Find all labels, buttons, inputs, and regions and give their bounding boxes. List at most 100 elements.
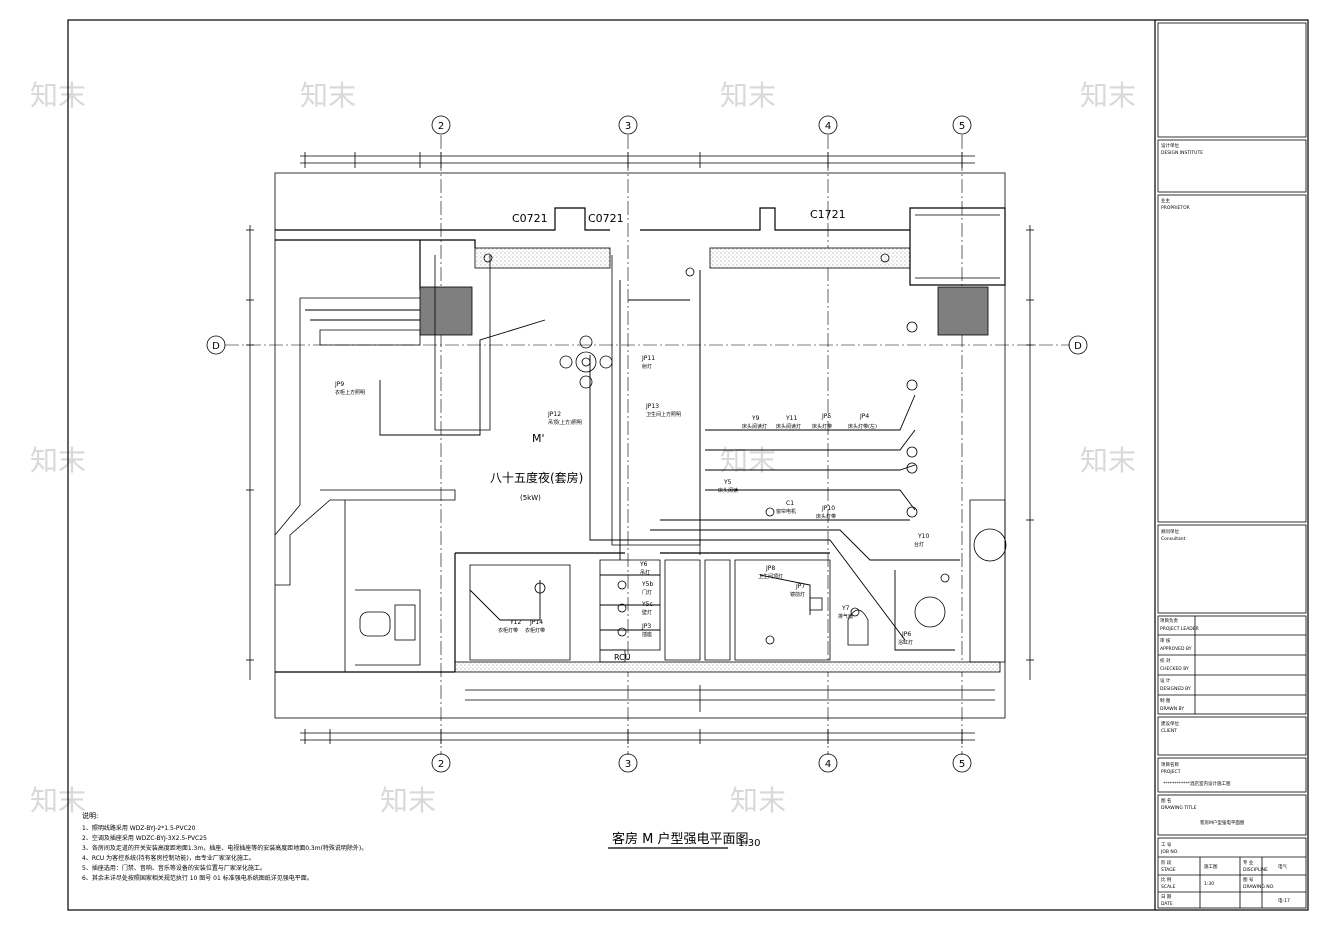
walls <box>274 207 1007 712</box>
label-watermark: 知末 <box>300 79 356 112</box>
label-title_block-rows-0-cn: 项目负责 <box>1160 617 1178 624</box>
label-title_block-drawing_no_en: DRAWING NO. <box>1243 884 1274 890</box>
label-watermark: 知末 <box>30 784 86 817</box>
label-title_block-client_en: CLIENT <box>1161 728 1177 734</box>
label-circuits-15-desc: 门灯 <box>642 589 652 596</box>
label-watermark: 知末 <box>30 79 86 112</box>
drawing-scale: 1:30 <box>738 838 760 849</box>
label-circuits-20-desc: 排气扇 <box>838 613 853 620</box>
label-notes-lines-5: 6、其余未详尽处按照国家相关规范执行 10 图号 01 标准强电系统图纸详见强电… <box>82 874 313 882</box>
label-title_block-job_no_en: JOB NO. <box>1160 849 1179 855</box>
label-circuits-10-desc: 床头灯带 <box>816 513 836 520</box>
label-circuits-1-desc: 吊顶(上方)照明 <box>548 419 582 426</box>
axis-label-top-5: 5 <box>959 121 965 132</box>
sheet-border <box>67 19 1309 911</box>
label-title_block-owner: 业主 <box>1161 197 1170 204</box>
notes-heading: 说明: <box>82 811 98 820</box>
window-label-1: C0721 <box>512 212 548 225</box>
label-circuits-7-desc: 床头灯带(左) <box>848 423 877 430</box>
label-title_block-project_cn: 项目名称 <box>1161 761 1179 768</box>
label-circuits-17-desc: 插座 <box>642 631 652 638</box>
label-title_block-rows-1-cn: 审 核 <box>1160 637 1171 644</box>
label-circuits-14-code: Y6 <box>639 561 648 568</box>
label-title_block-design_institute_en: DESIGN INSTITUTE <box>1161 150 1203 156</box>
label-circuits-8-code: Y5 <box>723 479 732 486</box>
fixtures <box>483 253 950 663</box>
label-circuits-7-code: JP4 <box>859 413 869 420</box>
label-watermark: 知末 <box>720 79 776 112</box>
label-title_block-project_name: ************酒店室内设计施工图 <box>1163 780 1231 787</box>
label-title_block-owner_en: PROPRIETOR <box>1161 205 1190 211</box>
label-title_block-consultant: 顾问单位 <box>1161 528 1179 535</box>
label-watermark: 知末 <box>30 444 86 477</box>
axis-label-top-4: 4 <box>825 121 831 132</box>
label-circuits-10-code: JP10 <box>821 505 835 512</box>
label-circuits-21-desc: 浴缸灯 <box>898 639 913 646</box>
label-circuits-3-desc: 卫生间上方照明 <box>646 411 681 418</box>
label-circuits-20-code: Y7 <box>841 605 850 612</box>
room-name: 八十五度夜(套房) <box>490 470 583 485</box>
label-title_block-rows-2-en: CHECKED BY <box>1160 666 1189 672</box>
label-watermark: 知末 <box>1080 444 1136 477</box>
label-title_block-design_institute: 设计单位 <box>1161 142 1179 149</box>
label-title_block-phase_value: 施工图 <box>1204 863 1218 870</box>
label-circuits-11-desc: 台灯 <box>914 541 924 548</box>
label-title_block-rows-4-en: DRAWN BY <box>1160 706 1184 712</box>
label-circuits-12-desc: 衣柜灯带 <box>498 627 518 634</box>
label-circuits-18-code: JP8 <box>765 565 775 572</box>
label-circuits-11-code: Y10 <box>917 533 929 540</box>
axis-label-right-d: D <box>1074 341 1082 352</box>
label-notes-lines-2: 3、各房间及走道的开关安装高度距地面1.3m，插座、电视插座等的安装高度距地面0… <box>82 844 367 852</box>
label-circuits-5-desc: 床头阅读灯 <box>776 423 801 430</box>
label-circuits-2-code: JP11 <box>641 355 655 362</box>
axis-label-bottom-3: 3 <box>625 759 631 770</box>
label-title_block-rows-2-cn: 校 对 <box>1160 657 1171 664</box>
label-circuits-3-code: JP13 <box>645 403 659 410</box>
label-circuits-17-code: JP3 <box>641 623 651 630</box>
label-circuits-21-code: JP6 <box>901 631 911 638</box>
label-title_block-drawing_no_value: 电-17 <box>1278 897 1290 904</box>
label-notes-lines-4: 5、插座选用：门禁、音响、音乐等设备的安装位置与厂家深化施工。 <box>82 864 266 872</box>
rcu-label: RCU <box>614 653 631 662</box>
title-block: 设计单位 DESIGN INSTITUTE 业主 PROPRIETOR 顾问单位… <box>1157 22 1307 909</box>
label-title_block-phase_cn: 阶 段 <box>1161 859 1172 866</box>
label-title_block-rows-3-en: DESIGNED BY <box>1160 686 1191 692</box>
label-title_block-date_en: DATE <box>1161 901 1173 907</box>
axis-label-bottom-5: 5 <box>959 759 965 770</box>
label-circuits-16-desc: 壁灯 <box>642 609 652 616</box>
label-notes-lines-0: 1、照明线路采用 WDZ-BYJ-2*1.5-PVC20 <box>82 824 196 832</box>
label-title_block-phase_en: STAGE <box>1161 867 1176 873</box>
axis-label-bottom-2: 2 <box>438 759 444 770</box>
label-circuits-13-desc: 衣柜灯带 <box>525 627 545 634</box>
label-notes-lines-1: 2、空调及插座采用 WDZC-BYJ-3X2.5-PVC25 <box>82 834 207 842</box>
room-power: (5kW) <box>520 494 541 502</box>
window-label-2: C0721 <box>588 212 624 225</box>
label-title_block-drawing_no_cn: 图 号 <box>1243 877 1254 883</box>
label-circuits-5-code: Y11 <box>785 415 797 422</box>
label-circuits-16-code: Y5c <box>641 601 653 608</box>
axis-label-bottom-4: 4 <box>825 759 831 770</box>
label-title_block-scale_cn: 比 例 <box>1161 876 1172 883</box>
plan-frame <box>274 172 1006 719</box>
axis-label-top-2: 2 <box>438 121 444 132</box>
label-watermark: 知末 <box>380 784 436 817</box>
label-circuits-9-code: C1 <box>786 500 794 507</box>
label-circuits-13-code: JP14 <box>529 619 543 626</box>
label-circuits-9-desc: 窗帘电机 <box>776 508 796 515</box>
axis-label-top-3: 3 <box>625 121 631 132</box>
label-title_block-scale_en: SCALE <box>1161 884 1176 890</box>
label-circuits-19-desc: 镜前灯 <box>790 591 805 598</box>
label-circuits-4-desc: 床头阅读灯 <box>742 423 767 430</box>
dimension-lines <box>246 152 1034 744</box>
label-title_block-scale_value: 1:30 <box>1204 881 1214 887</box>
room-code: M' <box>532 432 545 445</box>
label-circuits-15-code: Y5b <box>641 581 653 588</box>
label-circuits-19-code: JP7 <box>795 583 805 590</box>
label-circuits-14-desc: 吊灯 <box>640 569 650 576</box>
drawing-title: 客房 M 户型强电平面图 <box>612 831 748 847</box>
label-circuits-6-desc: 床头灯带 <box>812 423 832 430</box>
label-title_block-rows-1-en: APPROVED BY <box>1160 646 1192 652</box>
axis-bubbles: 2 3 4 5 2 3 4 5 D D <box>206 115 1088 773</box>
label-title_block-date_cn: 日 期 <box>1161 894 1172 900</box>
label-circuits-18-desc: 卫生间顶灯 <box>758 573 783 580</box>
